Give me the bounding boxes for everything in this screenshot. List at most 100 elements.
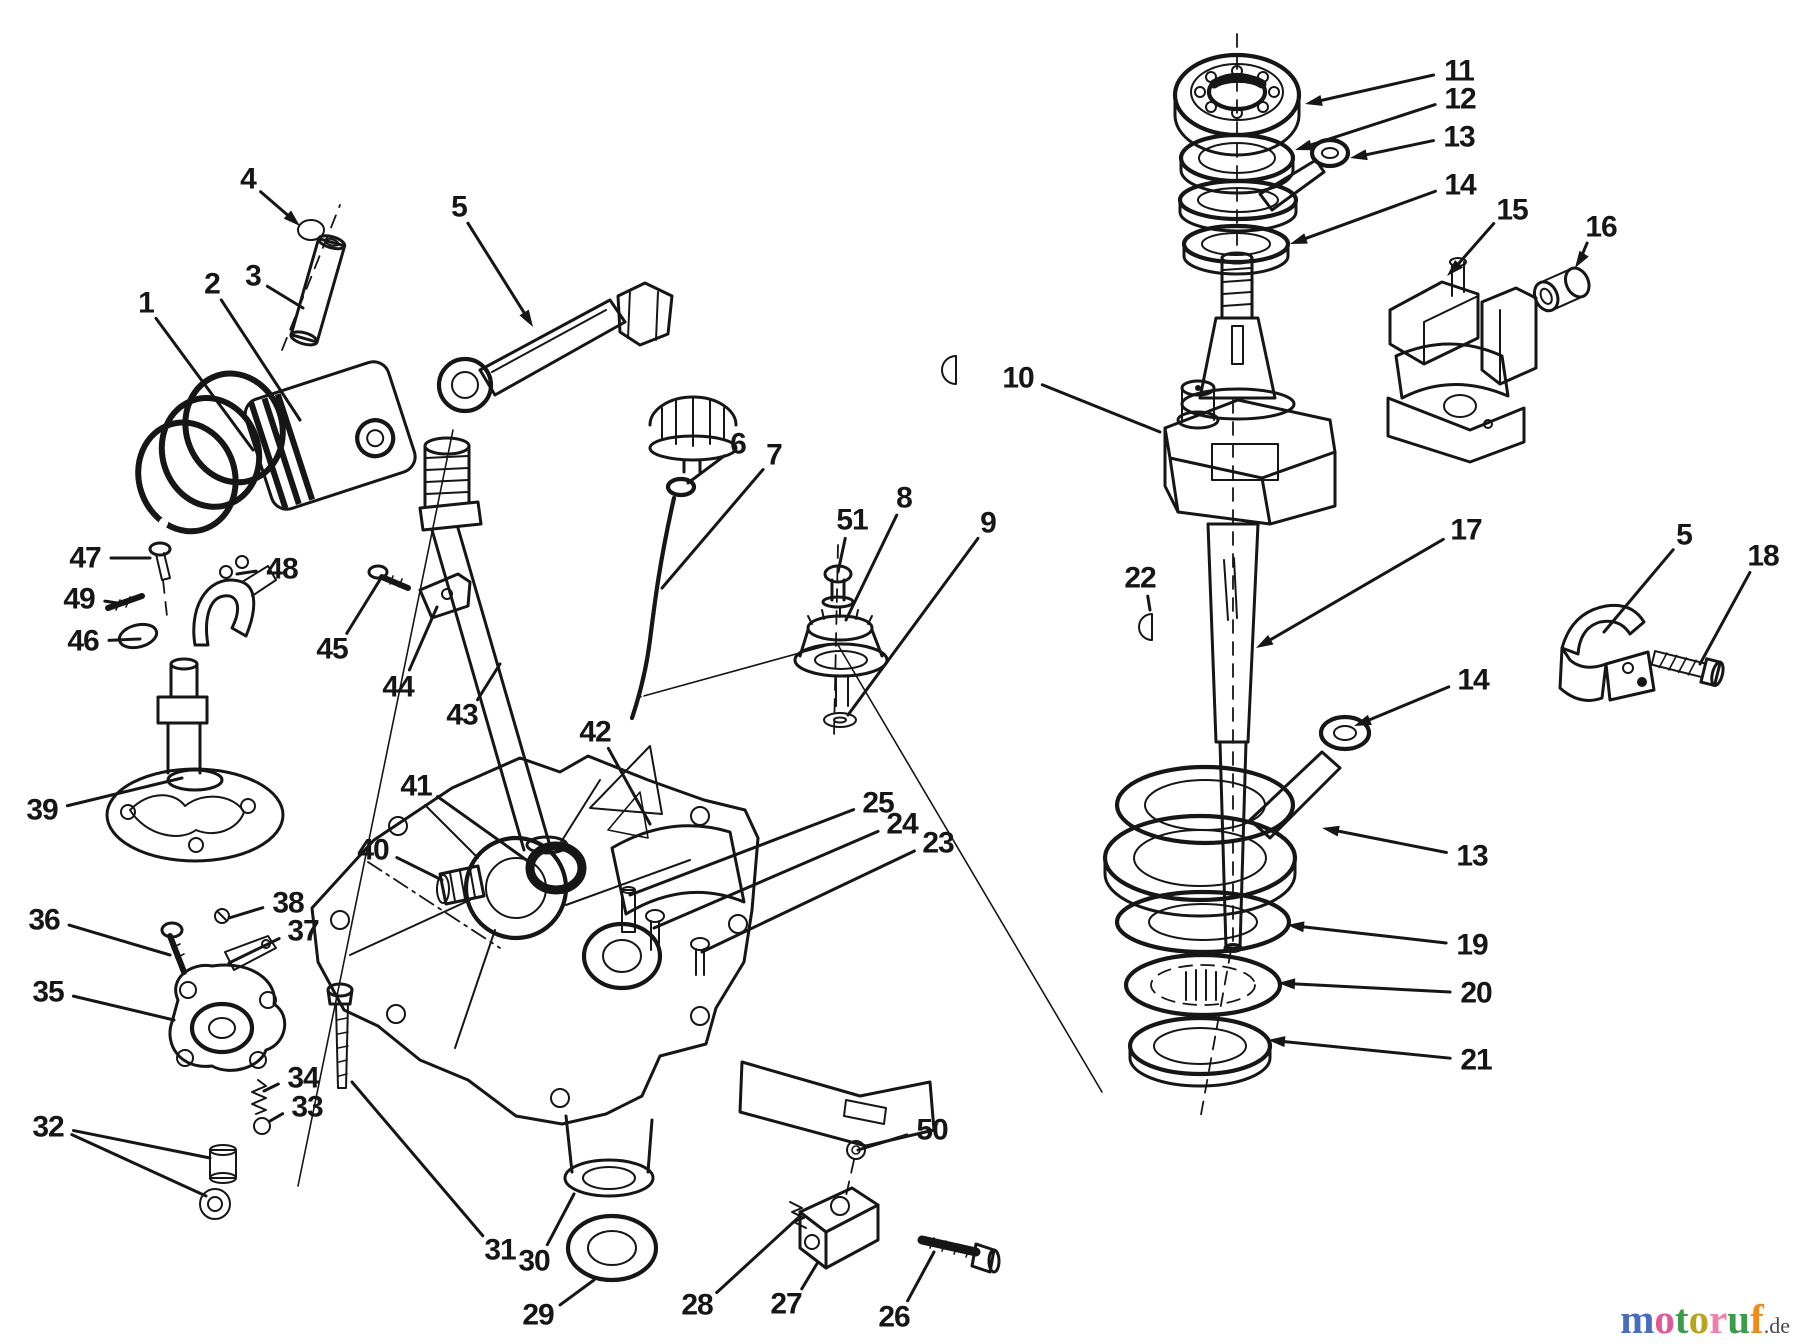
part-number-text: 1 <box>138 287 154 320</box>
leader-arrowhead <box>519 309 533 327</box>
part-label-5: 5 <box>451 191 533 327</box>
wrist-pin-drawing <box>289 234 347 347</box>
leader-line <box>836 536 847 574</box>
logo-letter: f <box>1750 1296 1764 1342</box>
part-label-47: 47 <box>69 542 152 575</box>
part-label-5: 5 <box>1602 519 1693 634</box>
part-number-text: 50 <box>916 1114 948 1147</box>
part-number-text: 22 <box>1124 562 1156 595</box>
part-number-text: 27 <box>770 1288 802 1321</box>
part-number-text: 15 <box>1496 194 1528 227</box>
part-number-text: 34 <box>287 1062 320 1095</box>
leader-arrowhead <box>1295 139 1313 151</box>
leader-line <box>1698 570 1752 666</box>
part-label-24: 24 <box>652 808 920 930</box>
leader-line <box>1262 537 1445 646</box>
part-number-text: 38 <box>272 887 304 920</box>
part-label-14: 14 <box>1290 169 1478 244</box>
leader-arrowhead <box>1278 978 1296 990</box>
leader-line <box>227 937 281 965</box>
leader-line <box>715 1215 801 1295</box>
part-number-text: 45 <box>316 633 348 666</box>
part-label-42: 42 <box>579 716 652 826</box>
part-label-50: 50 <box>856 1114 949 1152</box>
leader-line <box>652 829 880 930</box>
part-label-1: 1 <box>138 287 255 452</box>
leader-arrowhead <box>1287 921 1305 933</box>
part-label-45: 45 <box>316 576 383 666</box>
lower-rod-drawing <box>1248 714 1372 840</box>
leader-arrowhead <box>1305 95 1323 106</box>
leader-arrowhead <box>1447 260 1463 276</box>
retaining-ring-drawing <box>297 219 325 241</box>
key-22-drawing <box>1138 613 1153 641</box>
leader-line <box>70 1133 208 1198</box>
logo-suffix: .de <box>1763 1313 1790 1338</box>
leader-line <box>1302 103 1437 149</box>
part-number-text: 43 <box>446 699 478 732</box>
leader-arrowhead <box>1290 233 1308 244</box>
construction-lines <box>281 204 1103 1187</box>
part-number-text: 36 <box>28 904 60 937</box>
part-number-text: 40 <box>357 834 389 867</box>
part-label-43: 43 <box>446 662 502 732</box>
part-number-text: 24 <box>886 808 919 841</box>
part-number-text: 28 <box>681 1289 713 1322</box>
leader-line <box>71 994 176 1022</box>
leader-line <box>407 605 439 672</box>
leader-line <box>1275 1039 1452 1060</box>
piston-drawing <box>243 360 417 511</box>
part-label-39: 39 <box>26 776 184 827</box>
motoruf-logo: motoruf.de <box>1620 1299 1790 1340</box>
part-number-text: 29 <box>522 1299 554 1332</box>
leader-arrowhead <box>1575 250 1589 268</box>
part-number-text: 47 <box>69 542 101 575</box>
part-number-text: 23 <box>922 827 954 860</box>
part-label-25: 25 <box>628 787 895 897</box>
bearing-stack-top-drawing <box>1172 33 1351 276</box>
leader-line <box>660 468 765 590</box>
leader-line <box>1329 828 1448 855</box>
logo-letter: r <box>1709 1296 1728 1342</box>
part-label-26: 26 <box>878 1250 936 1334</box>
part-label-49: 49 <box>63 583 126 616</box>
part-number-text: 19 <box>1456 929 1488 962</box>
leader-line <box>67 923 172 957</box>
part-label-20: 20 <box>1278 977 1493 1010</box>
part-label-23: 23 <box>700 827 955 954</box>
part-label-18: 18 <box>1698 540 1780 666</box>
part-number-text: 17 <box>1450 514 1482 547</box>
leader-arrowhead <box>1322 825 1340 837</box>
part-label-40: 40 <box>357 834 444 882</box>
leader-line <box>1451 222 1496 272</box>
part-label-4: 4 <box>240 163 300 226</box>
part-label-15: 15 <box>1447 194 1529 276</box>
part-label-34: 34 <box>262 1062 321 1095</box>
part-label-36: 36 <box>28 904 172 957</box>
part-number-text: 7 <box>766 439 782 472</box>
part-label-2: 2 <box>204 268 302 422</box>
part-number-text: 4 <box>240 163 257 196</box>
leader-line <box>154 316 255 452</box>
leader-line <box>107 637 142 642</box>
part-label-28: 28 <box>681 1215 801 1322</box>
part-number-text: 33 <box>291 1091 323 1124</box>
part-number-text: 18 <box>1747 540 1779 573</box>
governor-yoke-drawing <box>105 541 277 650</box>
leader-line <box>1357 139 1435 158</box>
part-number-text: 5 <box>451 191 467 224</box>
part-label-13: 13 <box>1322 825 1489 873</box>
leader-line <box>700 849 916 954</box>
part-number-text: 21 <box>1460 1044 1492 1077</box>
leader-arrowhead <box>283 210 300 226</box>
dipstick-drawing <box>629 395 738 721</box>
part-number-text: 35 <box>32 976 64 1009</box>
part-number-text: 12 <box>1444 83 1476 116</box>
leader-line <box>1360 685 1451 725</box>
part-number-text: 11 <box>1444 55 1474 88</box>
part-number-text: 13 <box>1443 121 1475 154</box>
part-number-text: 14 <box>1444 169 1477 202</box>
part-label-9: 9 <box>846 507 997 717</box>
part-number-text: 46 <box>67 625 99 658</box>
